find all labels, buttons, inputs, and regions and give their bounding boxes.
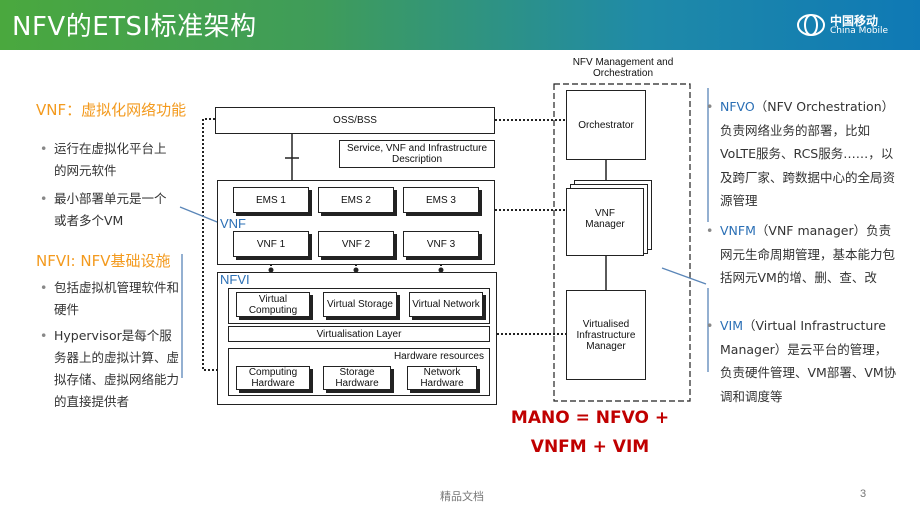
vnf-block-label: VNF xyxy=(220,216,246,231)
nfvi-bullet-1: 包括虚拟机管理软件和硬件 xyxy=(40,277,184,321)
mano-formula-line-1: MANO = NFVO + xyxy=(510,408,670,428)
vim-term: VIM xyxy=(720,318,743,333)
computing-hardware-box: Computing Hardware xyxy=(236,366,310,390)
virtual-network-box: Virtual Network xyxy=(409,292,483,317)
china-mobile-logo-icon xyxy=(796,12,826,43)
virtualisation-layer-box: Virtualisation Layer xyxy=(228,326,490,342)
service-description-box: Service, VNF and Infrastructure Descript… xyxy=(339,140,495,168)
vnfm-text: （VNF manager）负责网元生命周期管理，基本能力包括网元VM的增、删、查… xyxy=(720,223,896,285)
virtual-computing-box: Virtual Computing xyxy=(236,292,310,317)
vnf-1-box: VNF 1 xyxy=(233,231,309,257)
virtual-storage-box: Virtual Storage xyxy=(323,292,397,317)
nfvo-description: NFVO（NFV Orchestration）负责网络业务的部署，比如VoLTE… xyxy=(720,95,898,213)
vnfm-term: VNFM xyxy=(720,223,756,238)
vnfm-description: VNFM（VNF manager）负责网元生命周期管理，基本能力包括网元VM的增… xyxy=(720,219,898,290)
vim-description: VIM（Virtual Infrastructure Manager）是云平台的… xyxy=(720,314,898,408)
vnf-bullet-2: 最小部署单元是一个或者多个VM xyxy=(40,188,178,232)
ems-3-box: EMS 3 xyxy=(403,187,479,213)
vnf-manager-box xyxy=(566,188,644,256)
hardware-resources-label: Hardware resources xyxy=(393,351,484,362)
mano-formula: MANO = NFVO + VNFM + VIM xyxy=(510,404,670,462)
footer-text: 精品文档 xyxy=(440,490,484,503)
vnf-heading: VNF：虚拟化网络功能 xyxy=(36,101,187,119)
title-bar xyxy=(0,0,920,50)
nfvi-heading: NFVI: NFV基础设施 xyxy=(36,252,171,270)
logo-text-cn: 中国移动 xyxy=(830,14,879,28)
page-number: 3 xyxy=(860,488,867,500)
mano-formula-line-2: VNFM + VIM xyxy=(530,437,650,457)
ems-2-box: EMS 2 xyxy=(318,187,394,213)
vim-box: Virtualised Infrastructure Manager xyxy=(566,290,646,380)
ems-1-box: EMS 1 xyxy=(233,187,309,213)
nfvi-block-label: NFVI xyxy=(220,272,250,287)
mano-title: NFV Management and Orchestration xyxy=(572,57,674,79)
nfvo-term: NFVO xyxy=(720,99,755,114)
orchestrator-box: Orchestrator xyxy=(566,90,646,160)
vim-text: （Virtual Infrastructure Manager）是云平台的管理，… xyxy=(720,318,897,404)
storage-hardware-box: Storage Hardware xyxy=(323,366,391,390)
oss-bss-box: OSS/BSS xyxy=(215,107,495,134)
slide-title: NFV的ETSI标准架构 xyxy=(12,12,257,42)
vnf-bullet-1: 运行在虚拟化平台上的网元软件 xyxy=(40,138,178,182)
vnf-3-box: VNF 3 xyxy=(403,231,479,257)
vnf-manager-label: VNF Manager xyxy=(585,208,625,230)
logo-text-en: China Mobile xyxy=(830,26,889,36)
vnf-2-box: VNF 2 xyxy=(318,231,394,257)
nfvi-bullet-2: Hypervisor是每个服务器上的虚拟计算、虚拟存储、虚拟网络能力的直接提供者 xyxy=(40,325,182,413)
nfvo-text: （NFV Orchestration）负责网络业务的部署，比如VoLTE服务、R… xyxy=(720,99,896,208)
network-hardware-box: Network Hardware xyxy=(407,366,477,390)
